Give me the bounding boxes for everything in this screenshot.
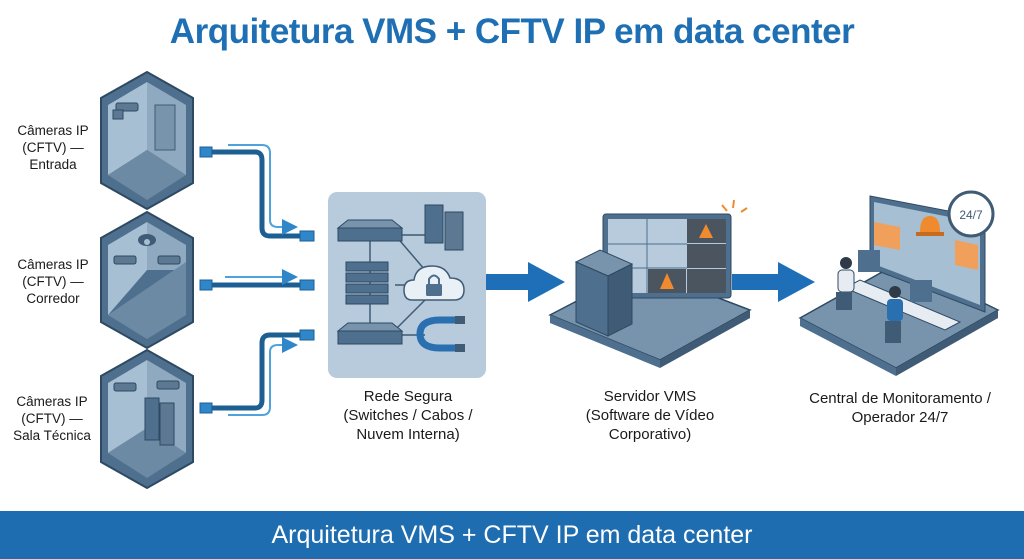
- room-sala-tecnica: [100, 348, 194, 490]
- flow-arrow: [732, 262, 815, 302]
- caption-line: Corporativo): [608, 426, 692, 443]
- clock-label: 24/7: [959, 208, 983, 222]
- caption-line: Operador 24/7: [851, 409, 949, 426]
- alert-icon: [660, 273, 674, 289]
- camera-label-entrada: Câmeras IP (CFTV) — Entrada: [8, 122, 98, 173]
- cable-bundle-icon: [416, 316, 465, 352]
- dome-camera-icon: [138, 234, 156, 246]
- camera-label-corredor: Câmeras IP (CFTV) — Corredor: [8, 256, 98, 307]
- server-stack-icon: [345, 261, 389, 305]
- label-line: Corredor: [26, 291, 80, 306]
- server-tower-icon: [574, 249, 634, 337]
- alert-rays-icon: [721, 199, 748, 213]
- flow-arrow: [486, 262, 565, 302]
- camera-icon: [113, 382, 137, 392]
- switch-icon: [336, 219, 404, 242]
- monitor-icon: [602, 213, 732, 299]
- monitoring-caption: Central de Monitoramento / Operador 24/7: [785, 389, 1015, 427]
- server-rack-icon: [424, 204, 464, 251]
- caption-line: (Software de Vídeo: [585, 407, 715, 424]
- cable-entrada: [199, 144, 315, 242]
- cloud-lock-icon: [403, 265, 465, 301]
- alert-icon: [699, 224, 713, 238]
- caption-line: Nuvem Interna): [356, 426, 460, 443]
- camera-icon: [113, 255, 137, 265]
- cable-sala-tecnica: [199, 329, 315, 416]
- vms-server-illustration: [548, 199, 752, 368]
- label-line: Câmeras IP: [17, 257, 89, 272]
- operator-icon: [885, 286, 903, 343]
- label-line: Sala Técnica: [13, 428, 91, 443]
- footer-banner: Arquitetura VMS + CFTV IP em data center: [0, 511, 1024, 559]
- label-line: (CFTV) —: [22, 274, 84, 289]
- label-line: (CFTV) —: [21, 411, 83, 426]
- caption-line: (Switches / Cabos /: [343, 407, 473, 424]
- cable-corredor: [199, 269, 315, 291]
- label-line: (CFTV) —: [22, 140, 84, 155]
- camera-icon: [157, 255, 181, 265]
- network-caption: Rede Segura (Switches / Cabos / Nuvem In…: [318, 387, 498, 444]
- clock-icon: 24/7: [947, 190, 995, 238]
- caption-line: Central de Monitoramento /: [809, 390, 991, 407]
- label-line: Câmeras IP: [17, 123, 89, 138]
- operator-icon: [836, 257, 855, 310]
- room-corredor: [100, 210, 194, 350]
- server-rack-icon: [144, 397, 175, 446]
- network-panel: [328, 192, 486, 378]
- camera-label-sala-tecnica: Câmeras IP (CFTV) — Sala Técnica: [4, 393, 100, 444]
- label-line: Câmeras IP: [16, 394, 88, 409]
- camera-icon: [112, 102, 139, 120]
- caption-line: Servidor VMS: [603, 388, 697, 405]
- server-caption: Servidor VMS (Software de Vídeo Corporat…: [560, 387, 740, 444]
- label-line: Entrada: [29, 157, 77, 172]
- monitoring-center-illustration: 24/7: [798, 190, 1000, 376]
- room-entrada: [100, 70, 194, 211]
- diagram-title: Arquitetura VMS + CFTV IP em data center: [169, 12, 855, 51]
- switch-icon: [336, 322, 404, 345]
- camera-icon: [156, 380, 180, 390]
- caption-line: Rede Segura: [363, 388, 453, 405]
- alarm-light-icon: [916, 216, 944, 236]
